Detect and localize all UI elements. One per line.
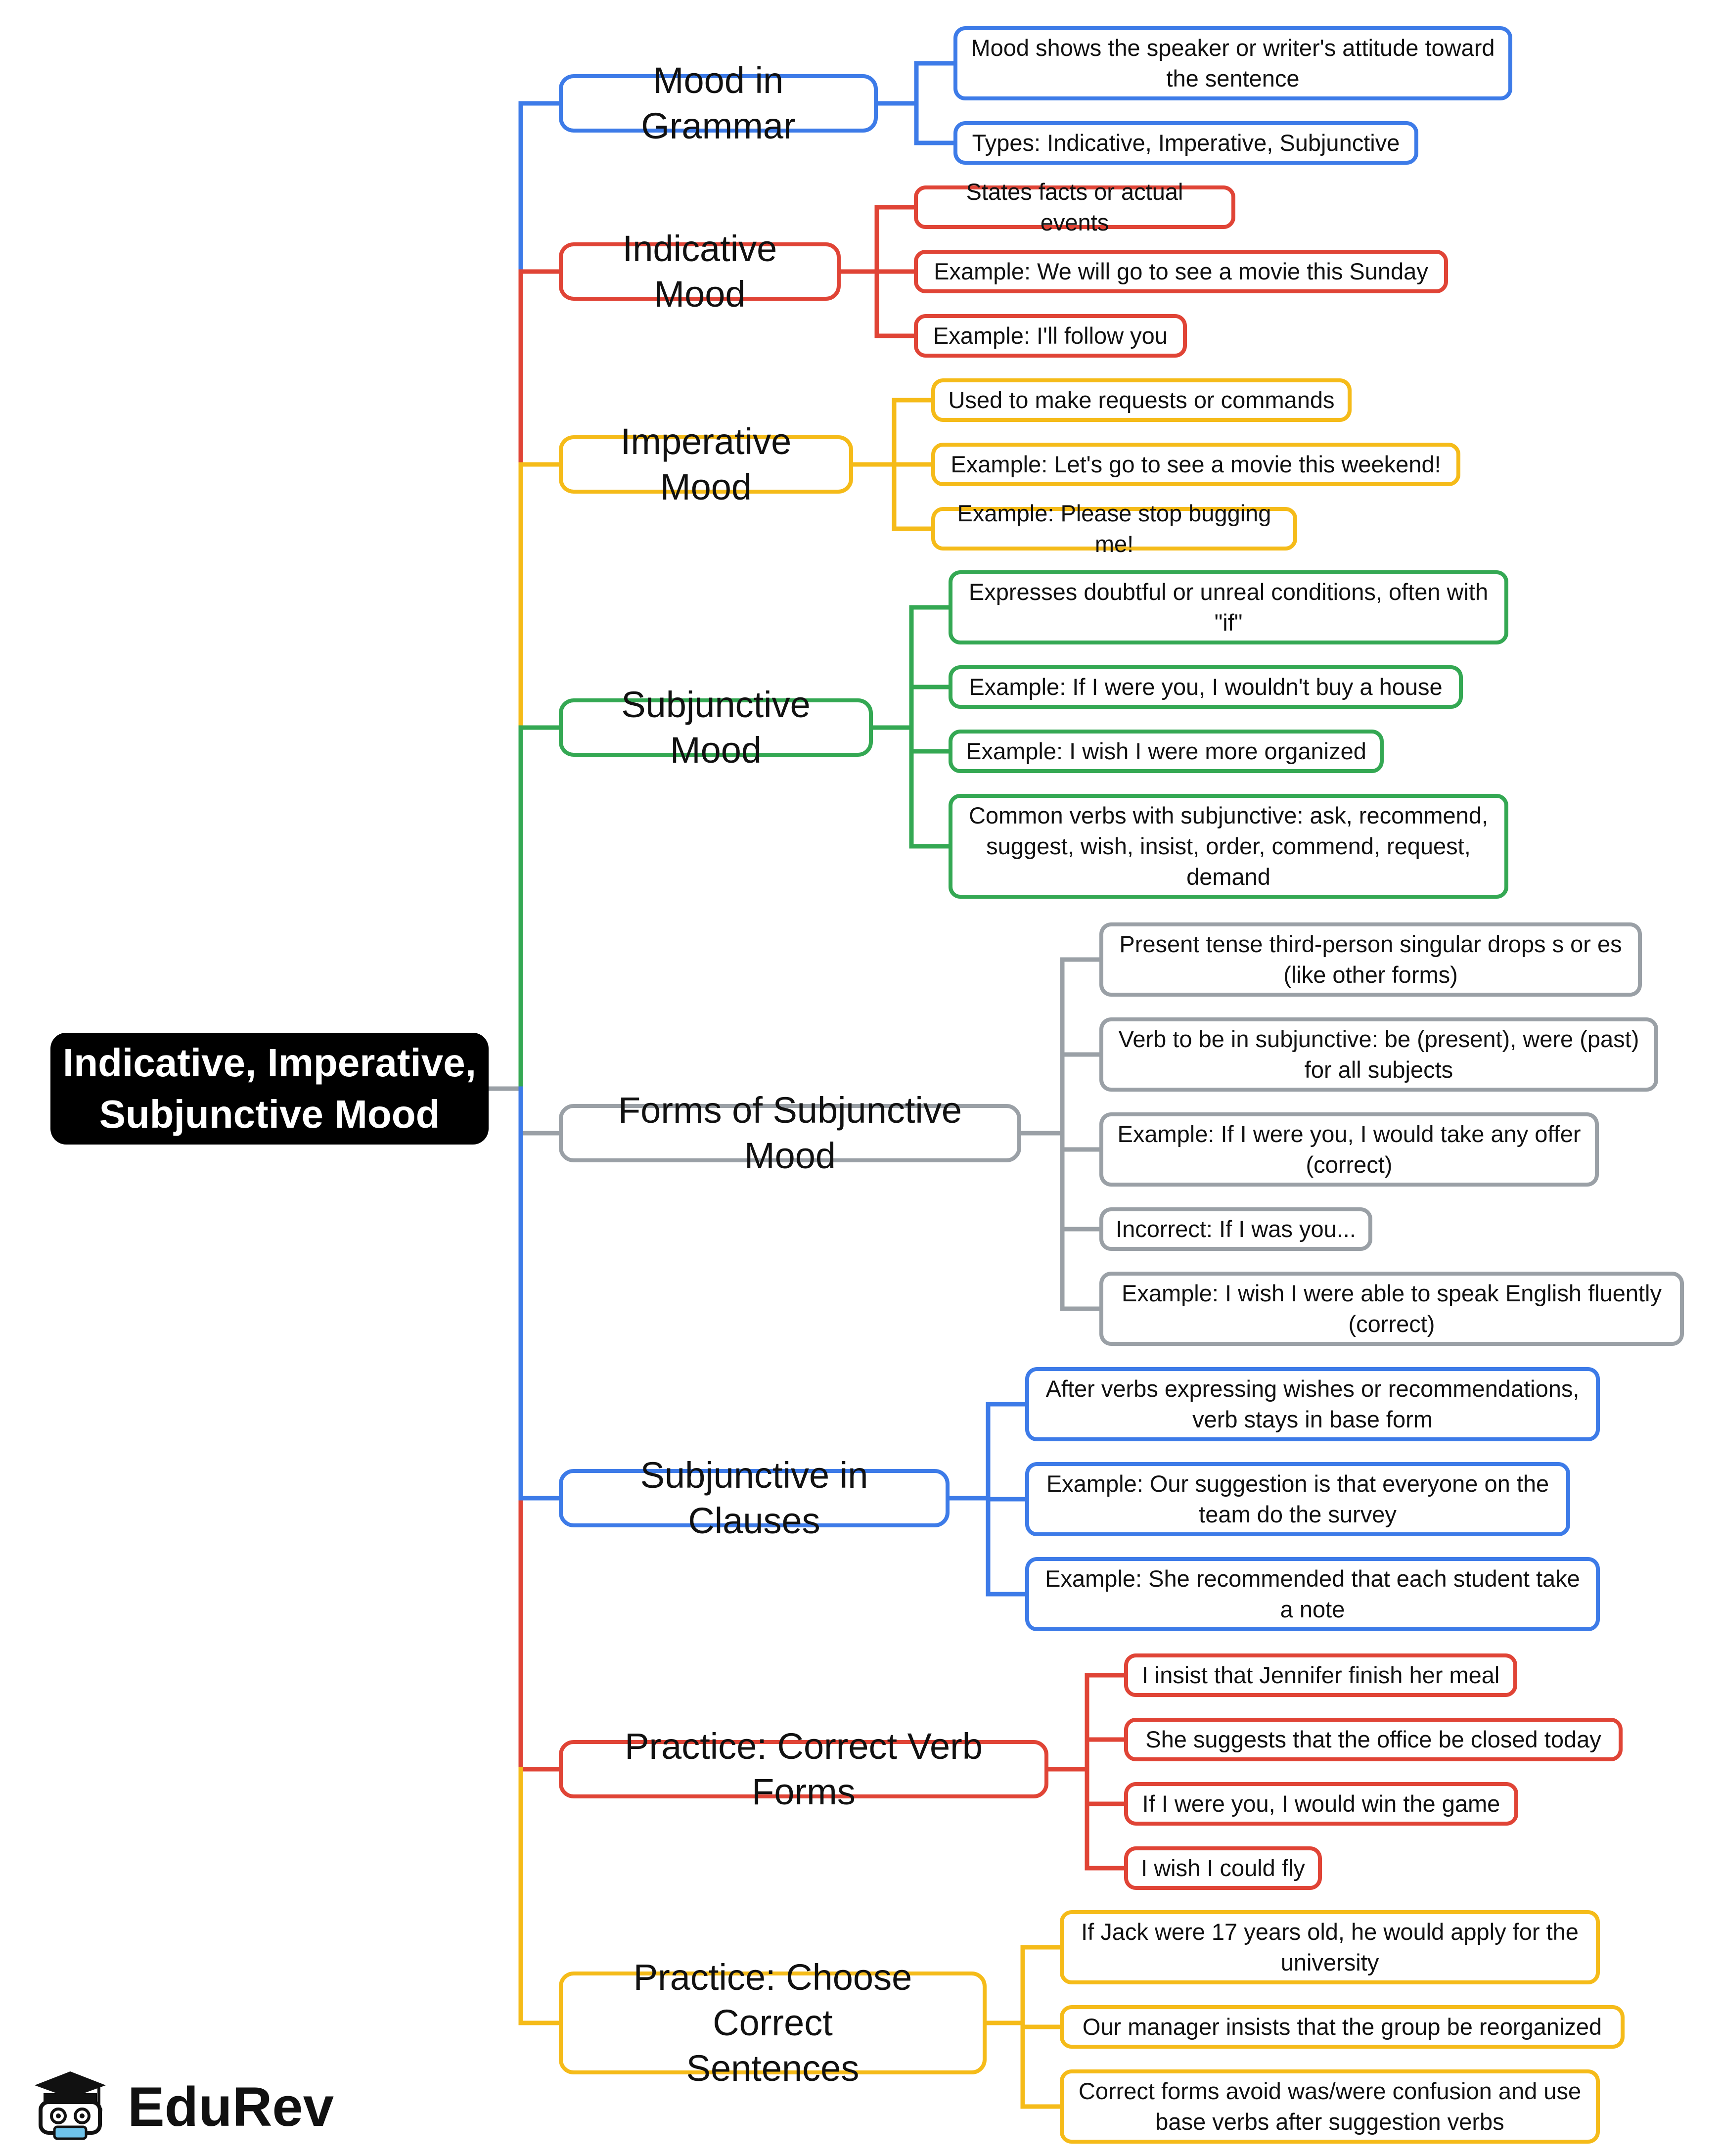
leaf-forms-incorrect: Incorrect: If I was you... [1099, 1207, 1372, 1251]
leaf-mood-types: Types: Indicative, Imperative, Subjuncti… [953, 121, 1418, 165]
leaf-practice-verb-4: I wish I could fly [1124, 1846, 1322, 1890]
branch-mood-in-grammar: Mood in Grammar [559, 60, 878, 146]
leaf-clauses-example-1: Example: Our suggestion is that everyone… [1025, 1462, 1570, 1536]
leaf-forms-present-tense: Present tense third-person singular drop… [1099, 922, 1642, 997]
leaf-practice-sentence-1: If Jack were 17 years old, he would appl… [1060, 1910, 1600, 1984]
leaf-practice-verb-1: I insist that Jennifer finish her meal [1124, 1653, 1517, 1697]
leaf-practice-verb-3: If I were you, I would win the game [1124, 1782, 1518, 1826]
leaf-forms-example-correct-1: Example: If I were you, I would take any… [1099, 1112, 1599, 1187]
leaf-subjunctive-example-2: Example: I wish I were more organized [949, 730, 1384, 773]
leaf-clauses-example-2: Example: She recommended that each stude… [1025, 1557, 1600, 1631]
graduation-cap-mascot-icon [35, 2071, 106, 2140]
leaf-indicative-example-2: Example: I'll follow you [914, 314, 1187, 358]
edurev-logo [35, 2071, 106, 2140]
leaf-imperative-example-2: Example: Please stop bugging me! [931, 500, 1297, 557]
leaf-forms-example-correct-2: Example: I wish I were able to speak Eng… [1099, 1272, 1684, 1346]
leaf-practice-sentence-3: Correct forms avoid was/were confusion a… [1060, 2069, 1600, 2144]
branch-subjunctive-mood: Subjunctive Mood [559, 684, 873, 771]
leaf-subjunctive-example-1: Example: If I were you, I wouldn't buy a… [949, 665, 1463, 709]
branch-subjunctive-in-clauses: Subjunctive in Clauses [559, 1455, 950, 1541]
branch-indicative-mood: Indicative Mood [559, 228, 841, 315]
edurev-logo-text: EduRev [128, 2076, 334, 2138]
branch-forms-of-subjunctive-mood: Forms of Subjunctive Mood [559, 1090, 1021, 1176]
leaf-indicative-definition: States facts or actual events [914, 179, 1235, 235]
leaf-subjunctive-common-verbs: Common verbs with subjunctive: ask, reco… [949, 794, 1508, 899]
leaf-indicative-example-1: Example: We will go to see a movie this … [914, 250, 1448, 293]
leaf-practice-verb-2: She suggests that the office be closed t… [1124, 1718, 1623, 1761]
leaf-subjunctive-definition: Expresses doubtful or unreal conditions,… [949, 570, 1508, 644]
leaf-forms-verb-to-be: Verb to be in subjunctive: be (present),… [1099, 1017, 1658, 1092]
leaf-clauses-rule: After verbs expressing wishes or recomme… [1025, 1367, 1600, 1441]
leaf-practice-sentence-2: Our manager insists that the group be re… [1060, 2005, 1625, 2049]
leaf-imperative-example-1: Example: Let's go to see a movie this we… [931, 443, 1460, 486]
branch-practice-correct-verb-forms: Practice: Correct Verb Forms [559, 1726, 1048, 1812]
root-node: Indicative, Imperative,Subjunctive Mood [50, 1033, 489, 1145]
branch-imperative-mood: Imperative Mood [559, 421, 853, 507]
leaf-imperative-definition: Used to make requests or commands [931, 378, 1352, 422]
leaf-mood-definition: Mood shows the speaker or writer's attit… [953, 26, 1512, 100]
